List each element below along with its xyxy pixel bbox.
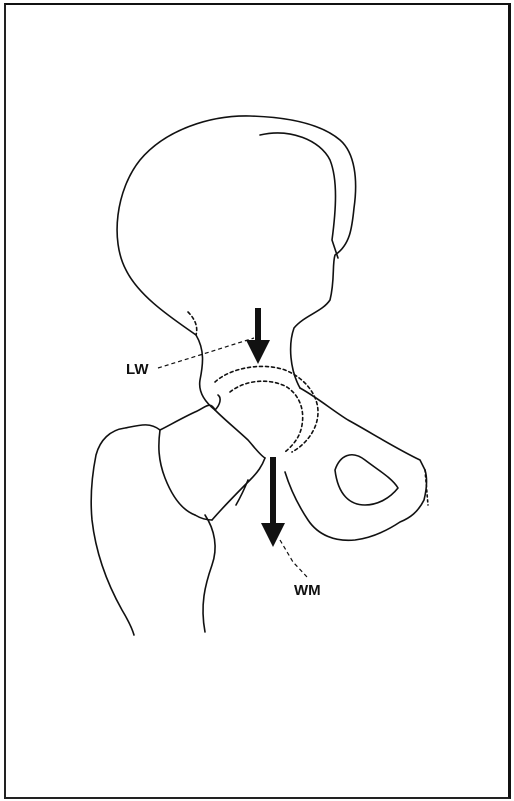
greater-trochanter-top xyxy=(159,430,195,515)
lesser-trochanter xyxy=(195,515,212,520)
lw-leader-line xyxy=(158,338,254,368)
pubic-ramus-lower xyxy=(285,470,427,540)
femur-outline-right xyxy=(203,515,215,632)
wm-leader-line xyxy=(280,540,308,578)
femur-outline-left xyxy=(91,425,160,635)
femoral-neck-upper xyxy=(160,405,265,458)
iliac-crest-line xyxy=(260,133,338,258)
wm-label: WM xyxy=(294,582,321,599)
greater-sciatic-notch xyxy=(196,335,215,410)
acetabulum-dotted-rim xyxy=(215,366,318,452)
load-arrows xyxy=(258,308,273,535)
femoral-neck-lower xyxy=(212,458,265,520)
obturator-foramen xyxy=(335,455,398,505)
ischium-edge xyxy=(215,395,220,410)
acetabulum-inner-dotted xyxy=(230,381,303,452)
iliac-wing-outline xyxy=(117,116,356,388)
lw-label: LW xyxy=(126,361,149,378)
